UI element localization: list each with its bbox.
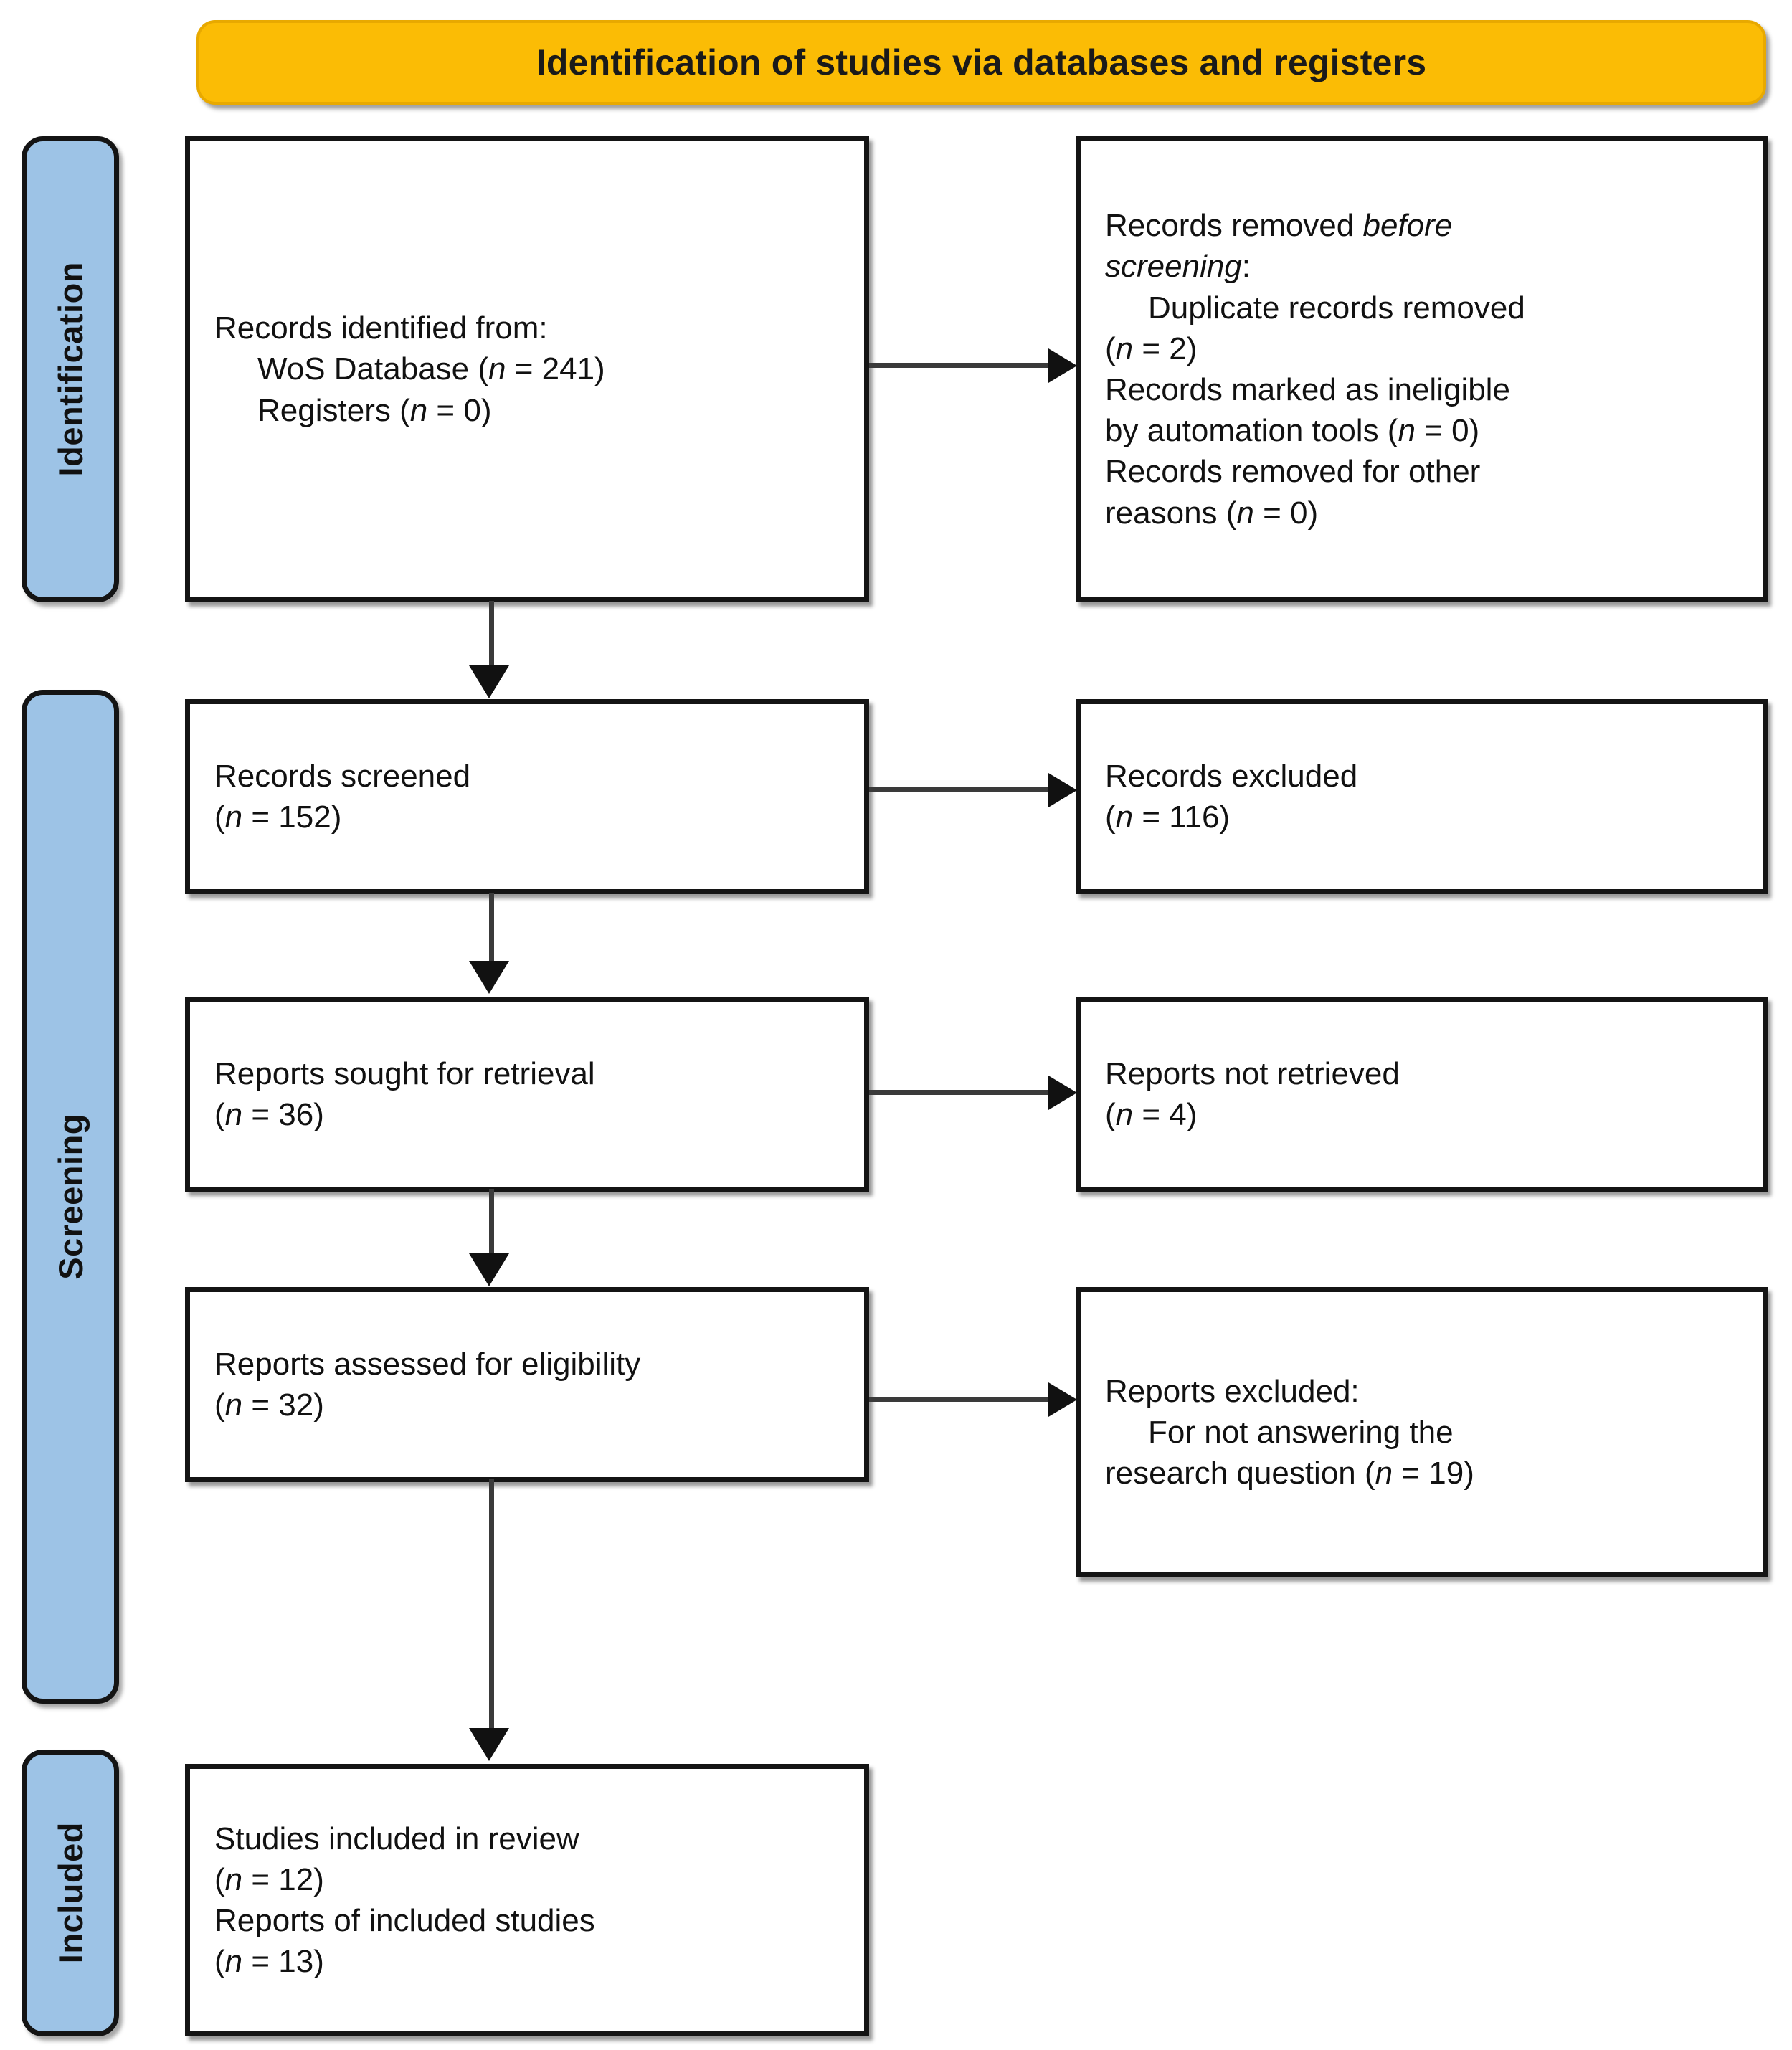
box-records-identified-content: Records identified from: WoS Database (n… [190, 308, 864, 431]
line-removed-heading-1: Records removed before [1105, 208, 1453, 244]
box-studies-included-content: Studies included in review (n = 12) Repo… [190, 1818, 864, 1983]
line-records-excluded-count: (n = 116) [1105, 799, 1231, 835]
line-records-screened-label: Records screened [214, 758, 471, 794]
arrowhead-identified-to-removed [1048, 348, 1077, 383]
line-reports-excluded-heading: Reports excluded: [1105, 1373, 1360, 1409]
arrowhead-identified-to-screened [469, 665, 509, 698]
connector-screened-to-excluded [869, 787, 1050, 792]
phase-label-included: Included [22, 1750, 119, 2036]
line-reports-assessed-label: Reports assessed for eligibility [214, 1346, 641, 1382]
box-records-removed-before-screening: Records removed before screening: Duplic… [1076, 136, 1768, 602]
line-wos-database: WoS Database (n = 241) [257, 351, 605, 387]
phase-label-identification-text: Identification [51, 262, 90, 477]
phase-label-included-text: Included [51, 1822, 90, 1964]
line-duplicate-records-count: (n = 2) [1105, 331, 1198, 366]
box-records-screened: Records screened (n = 152) [185, 699, 869, 894]
line-reports-assessed-count: (n = 32) [214, 1387, 324, 1423]
box-reports-not-retrieved: Reports not retrieved (n = 4) [1076, 997, 1768, 1192]
line-ineligible-automation-1: Records marked as ineligible [1105, 372, 1510, 407]
line-reports-excluded-reason-2: research question (n = 19) [1105, 1456, 1474, 1491]
box-reports-assessed-for-eligibility: Reports assessed for eligibility (n = 32… [185, 1287, 869, 1482]
connector-screened-to-sought [489, 893, 494, 964]
arrowhead-assessed-to-reports-excluded [1048, 1382, 1077, 1417]
box-records-screened-content: Records screened (n = 152) [190, 756, 864, 837]
box-records-excluded-content: Records excluded (n = 116) [1081, 756, 1763, 837]
line-reports-sought-label: Reports sought for retrieval [214, 1055, 595, 1091]
box-reports-not-retrieved-content: Reports not retrieved (n = 4) [1081, 1053, 1763, 1135]
connector-identified-to-screened [489, 601, 494, 673]
box-reports-sought-for-retrieval: Reports sought for retrieval (n = 36) [185, 997, 869, 1192]
box-records-removed-content: Records removed before screening: Duplic… [1081, 205, 1763, 533]
box-records-excluded: Records excluded (n = 116) [1076, 699, 1768, 894]
line-records-screened-count: (n = 152) [214, 799, 342, 835]
line-removed-other-1: Records removed for other [1105, 454, 1481, 490]
line-duplicate-records-removed: Duplicate records removed [1148, 290, 1525, 326]
connector-sought-to-assessed [489, 1189, 494, 1257]
line-records-identified-heading: Records identified from: [214, 310, 548, 346]
arrowhead-assessed-to-included [469, 1728, 509, 1761]
diagram-title: Identification of studies via databases … [536, 42, 1427, 82]
box-records-identified: Records identified from: WoS Database (n… [185, 136, 869, 602]
phase-label-screening-text: Screening [51, 1114, 90, 1280]
box-studies-included: Studies included in review (n = 12) Repo… [185, 1764, 869, 2036]
connector-assessed-to-included [489, 1479, 494, 1730]
arrowhead-sought-to-not-retrieved [1048, 1076, 1077, 1110]
line-reports-included-count: (n = 13) [214, 1944, 324, 1980]
box-reports-excluded: Reports excluded: For not answering the … [1076, 1287, 1768, 1577]
connector-assessed-to-reports-excluded [869, 1397, 1050, 1402]
line-studies-included-count: (n = 12) [214, 1861, 324, 1897]
line-ineligible-automation-2: by automation tools (n = 0) [1105, 413, 1480, 449]
arrowhead-screened-to-sought [469, 961, 509, 994]
line-reports-not-retrieved-count: (n = 4) [1105, 1097, 1198, 1132]
line-registers: Registers (n = 0) [257, 392, 492, 428]
arrowhead-screened-to-excluded [1048, 773, 1077, 807]
diagram-header-banner: Identification of studies via databases … [196, 20, 1766, 105]
box-reports-sought-content: Reports sought for retrieval (n = 36) [190, 1053, 864, 1135]
box-reports-assessed-content: Reports assessed for eligibility (n = 32… [190, 1344, 864, 1425]
connector-sought-to-not-retrieved [869, 1090, 1050, 1095]
line-reports-not-retrieved-label: Reports not retrieved [1105, 1055, 1400, 1091]
line-studies-included-label: Studies included in review [214, 1821, 579, 1856]
line-records-excluded-label: Records excluded [1105, 758, 1358, 794]
box-reports-excluded-content: Reports excluded: For not answering the … [1081, 1371, 1763, 1494]
line-reports-excluded-reason-1: For not answering the [1148, 1414, 1454, 1450]
line-reports-sought-count: (n = 36) [214, 1097, 324, 1132]
phase-label-identification: Identification [22, 136, 119, 602]
line-removed-heading-2: screening: [1105, 249, 1251, 285]
line-removed-other-2: reasons (n = 0) [1105, 495, 1319, 531]
arrowhead-sought-to-assessed [469, 1253, 509, 1286]
phase-label-screening: Screening [22, 690, 119, 1704]
connector-identified-to-removed [869, 363, 1050, 368]
line-reports-included-label: Reports of included studies [214, 1903, 595, 1938]
